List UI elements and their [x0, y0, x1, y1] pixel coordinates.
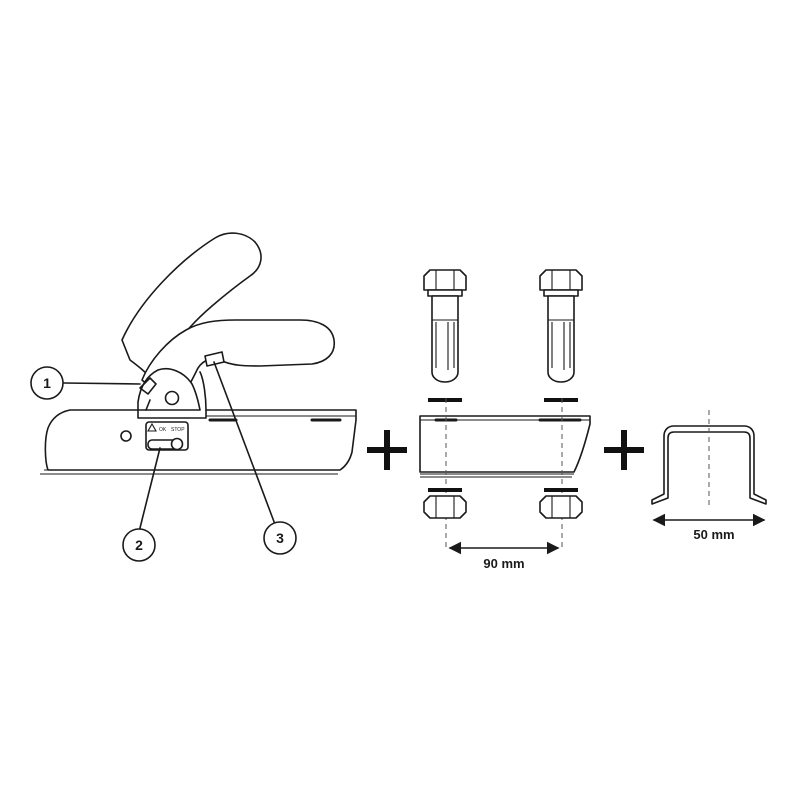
svg-text:3: 3: [276, 530, 284, 546]
washer-bottom-2: [544, 488, 578, 492]
pivot-pin: [164, 390, 180, 406]
bolt-assembly: 90 mm: [419, 269, 591, 571]
hex-bolt-icon: [423, 269, 467, 383]
coupling-housing: [44, 409, 357, 471]
washer-top-1: [428, 398, 462, 402]
handle-lowered: [141, 319, 336, 399]
indicator-stop-label: STOP: [171, 427, 185, 433]
coupling-head-icon: OK STOP: [40, 232, 357, 475]
svg-text:1: 1: [43, 375, 51, 391]
callout-1-leader: [63, 382, 141, 385]
callout-3-leader: [213, 361, 277, 528]
wear-indicator: [204, 351, 225, 367]
callout-3: 3: [263, 521, 297, 555]
profile-width-label: 50 mm: [693, 527, 734, 542]
u-profile-section: [651, 425, 767, 505]
safety-latch: [139, 377, 157, 395]
indicator-ok-label: OK: [159, 427, 167, 433]
plus-sign-icon: [367, 430, 407, 470]
washer-top-2: [544, 398, 578, 402]
callout-1: 1: [30, 366, 64, 400]
bolt-spacing-label: 90 mm: [483, 556, 524, 571]
callout-2: 2: [122, 528, 156, 562]
hex-bolt-icon: [539, 269, 583, 383]
hex-nut-icon: [423, 495, 467, 519]
warning-triangle-icon: [147, 422, 157, 432]
svg-text:2: 2: [135, 537, 143, 553]
drawbar-section: [419, 415, 591, 473]
callout-2-leader: [138, 447, 161, 533]
hex-nut-icon: [539, 495, 583, 519]
washer-bottom-1: [428, 488, 462, 492]
coupling-body-top: [137, 368, 201, 411]
housing-hole: [120, 430, 132, 442]
plus-sign-icon: [604, 430, 644, 470]
u-profile-icon: 50 mm: [651, 410, 767, 542]
indicator-knob: [170, 437, 184, 451]
